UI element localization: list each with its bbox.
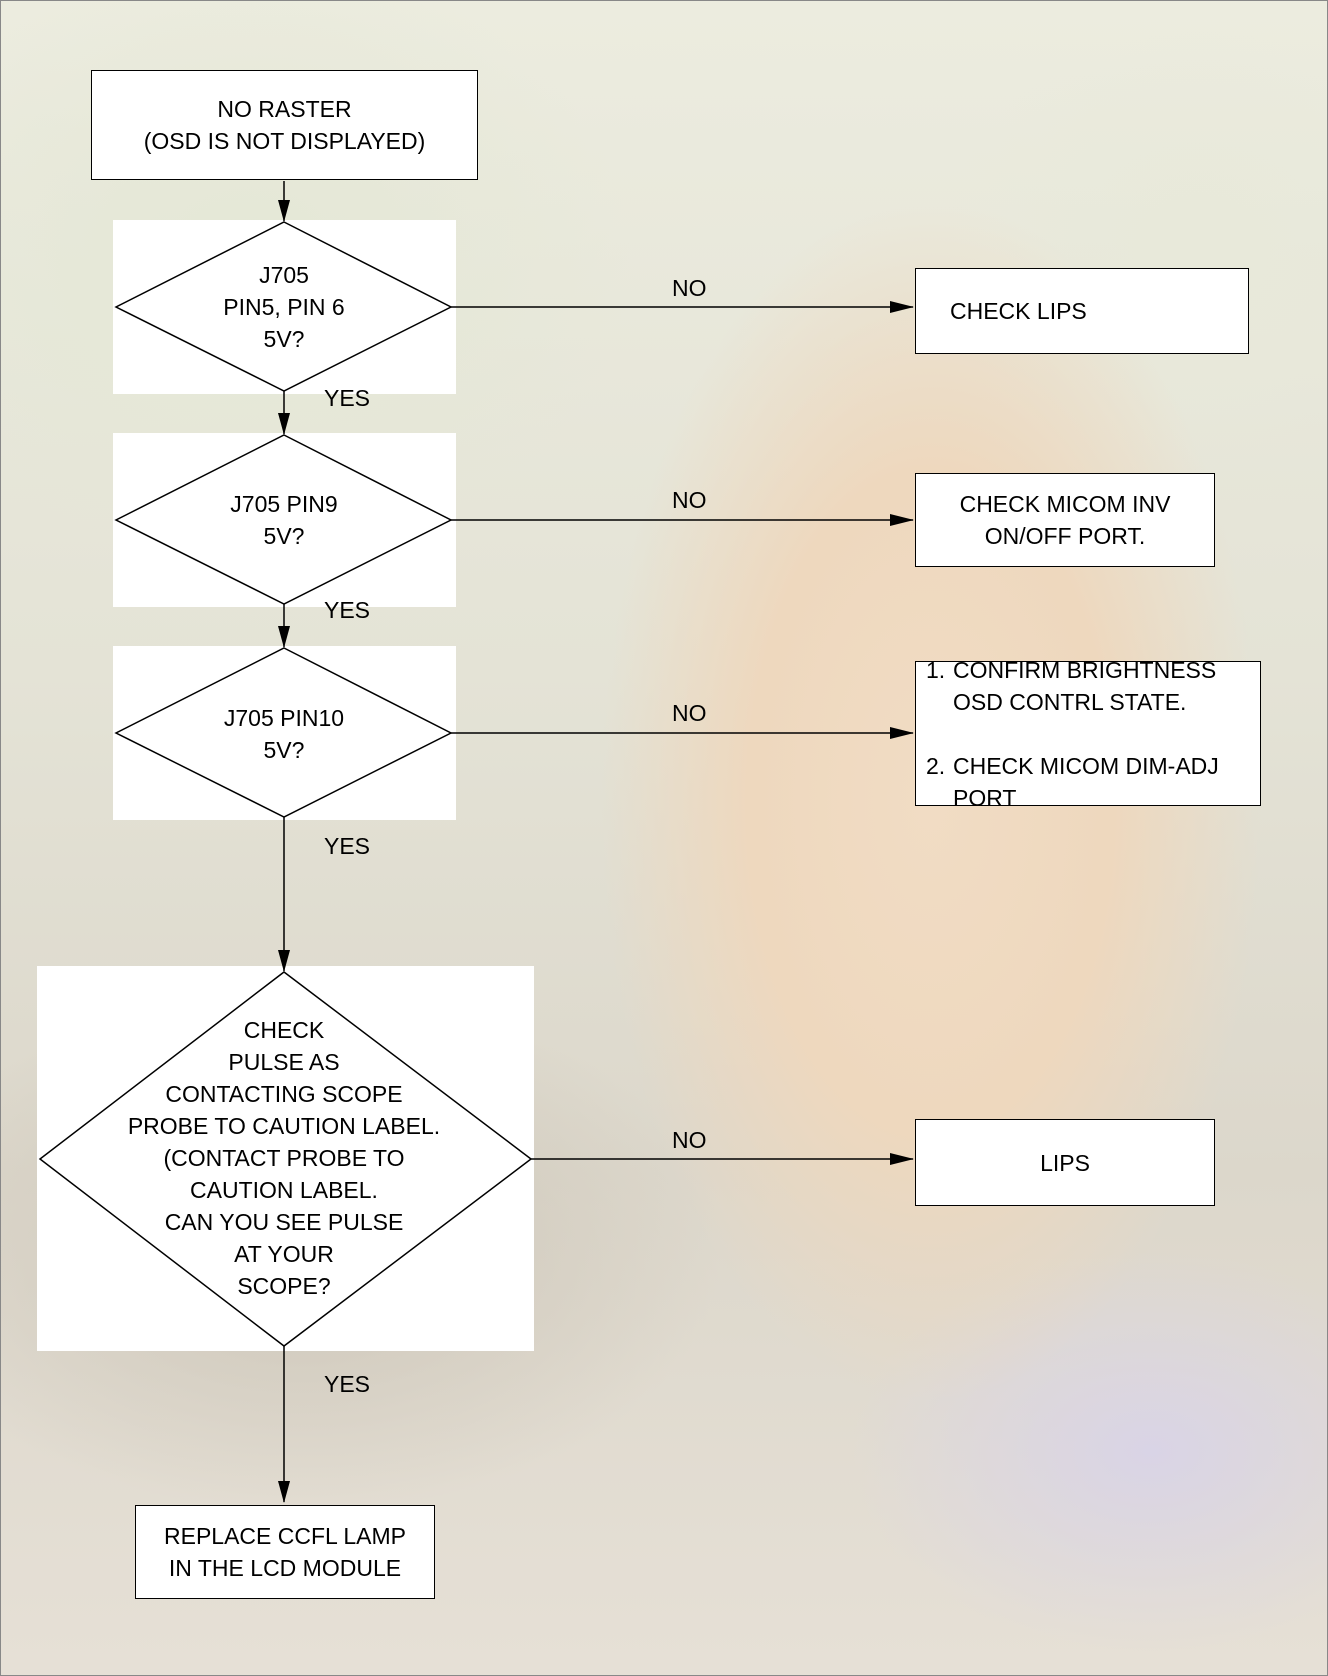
decision-panel <box>37 966 534 1351</box>
decision-4-text: CHECK PULSE AS CONTACTING SCOPE PROBE TO… <box>127 1017 441 1299</box>
decision-panel <box>113 433 456 607</box>
check-lips-box: CHECK LIPS <box>915 268 1249 354</box>
no-label-3: NO <box>672 700 707 726</box>
start-line-1: NO RASTER <box>217 96 352 122</box>
decision-2-text: J705 PIN9 5V? <box>230 491 338 549</box>
end-line-2: IN THE LCD MODULE <box>168 1555 402 1581</box>
list-text: CHECK MICOM DIM-ADJ PORT <box>953 752 1219 811</box>
decision-1-text: J705 PIN5, PIN 6 5V? <box>223 262 345 352</box>
start-box: NO RASTER (OSD IS NOT DISPLAYED) <box>91 70 478 180</box>
decision-panel <box>113 646 456 820</box>
brightness-check-list: 1. CONFIRM BRIGHTNESS OSD CONTRL STATE. 2… <box>926 622 1219 846</box>
list-number: 1. <box>926 656 946 683</box>
list-text: CONFIRM BRIGHTNESS OSD CONTRL STATE. <box>953 656 1217 715</box>
start-line-2: (OSD IS NOT DISPLAYED) <box>143 128 426 154</box>
check-micom-inv-box: CHECK MICOM INV ON/OFF PORT. <box>915 473 1215 567</box>
no-label-4: NO <box>672 1127 707 1153</box>
no-label-2: NO <box>672 487 707 513</box>
yes-label-3: YES <box>324 833 371 859</box>
end-line-1: REPLACE CCFL LAMP <box>164 1523 406 1549</box>
no-label-1: NO <box>672 275 707 301</box>
end-box: REPLACE CCFL LAMP IN THE LCD MODULE <box>135 1505 435 1599</box>
decision-panel <box>113 220 456 394</box>
brightness-check-box: 1. CONFIRM BRIGHTNESS OSD CONTRL STATE. 2… <box>915 657 1261 811</box>
decision-3-text: J705 PIN10 5V? <box>223 705 345 763</box>
lips-box: LIPS <box>915 1119 1215 1206</box>
list-item: 2. CHECK MICOM DIM-ADJ PORT <box>926 750 1219 814</box>
yes-label-4: YES <box>324 1371 371 1397</box>
list-item: 1. CONFIRM BRIGHTNESS OSD CONTRL STATE. <box>926 654 1219 718</box>
yes-label-2: YES <box>324 597 371 623</box>
list-number: 2. <box>926 752 946 779</box>
yes-label-1: YES <box>324 385 371 411</box>
